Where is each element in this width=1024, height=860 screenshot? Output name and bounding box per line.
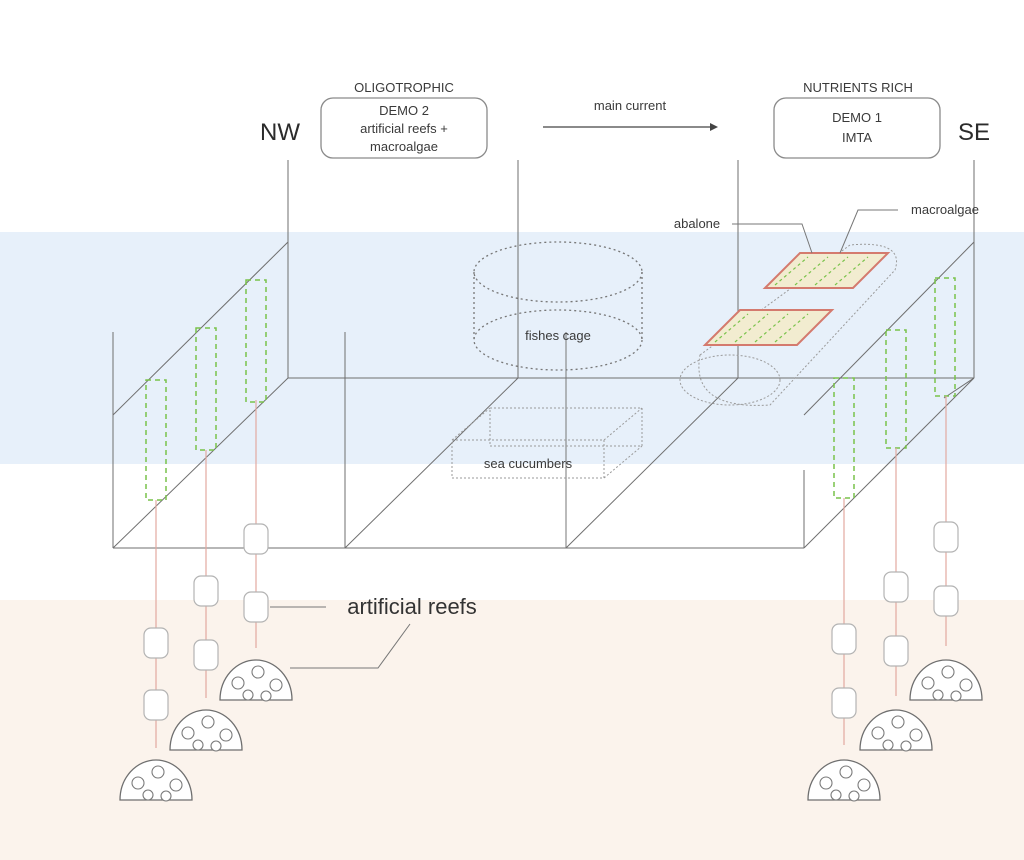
reef-dome-nw-1 (119, 759, 193, 802)
fishes-cage-label: fishes cage (525, 328, 591, 343)
sea-cucumbers-label: sea cucumbers (484, 456, 573, 471)
macroalgae-leader (839, 209, 898, 254)
arrow-head-icon (710, 123, 718, 131)
reef-dome-se-1 (807, 759, 881, 802)
sea-cucumbers-box (451, 407, 643, 479)
reef-blocks (143, 521, 959, 721)
demo1-box (773, 97, 941, 159)
demo2-line3: macroalgae (370, 139, 438, 154)
macroalgae-label: macroalgae (911, 202, 979, 217)
demo2-line2: artificial reefs + (360, 121, 448, 136)
macroalgae-tray (762, 252, 891, 289)
artificial-reefs-label: artificial reefs (347, 594, 477, 619)
demo1-title: DEMO 1 (832, 110, 882, 125)
reefs-leader-bottom (290, 623, 411, 669)
abalone-tray (702, 309, 835, 346)
reef-dome-se-3 (909, 659, 983, 702)
demo1-line2: IMTA (842, 130, 872, 145)
demo2-title: DEMO 2 (379, 103, 429, 118)
reef-dome-nw-3 (219, 659, 293, 702)
abalone-leader (732, 223, 813, 254)
oligotrophic-label: OLIGOTROPHIC (354, 80, 454, 95)
demo2-box (320, 97, 488, 159)
imta-module (679, 243, 897, 406)
macroalgae-lines-nw (145, 279, 267, 501)
reef-dome-nw-2 (169, 709, 243, 752)
nutrients-rich-label: NUTRIENTS RICH (803, 80, 913, 95)
main-current-label: main current (594, 98, 667, 113)
reef-dome-se-2 (859, 709, 933, 752)
nw-label: NW (260, 119, 300, 146)
abalone-label: abalone (674, 216, 720, 231)
se-label: SE (958, 119, 990, 146)
fishes-cage (473, 241, 643, 548)
